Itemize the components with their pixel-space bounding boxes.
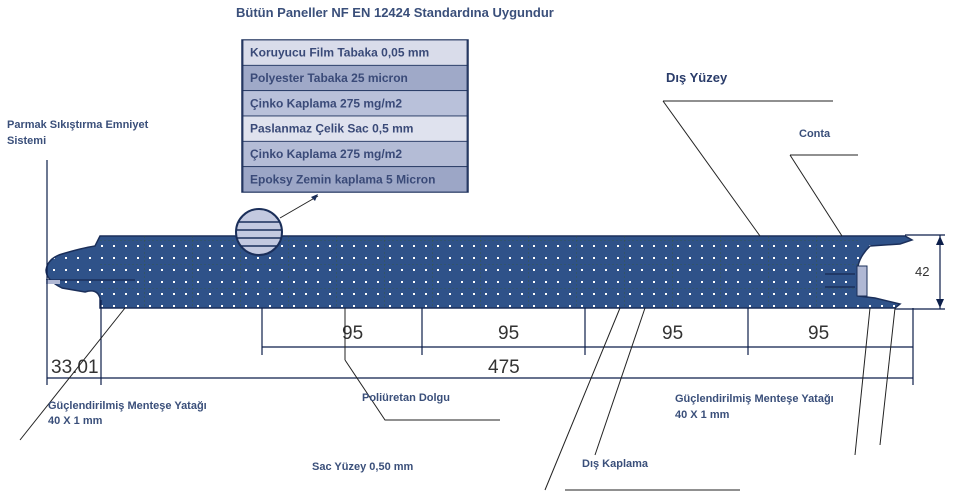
dimension-lines [46, 160, 945, 385]
layer-row [242, 166, 468, 193]
layer-row [242, 140, 468, 168]
dimension-total: 475 [488, 357, 520, 378]
layer-legend: Koruyucu Film Tabaka 0,05 mm Polyester Ta… [241, 39, 469, 193]
label-mentese-right-line1: Güçlendirilmiş Menteşe Yatağı [675, 393, 834, 405]
dimension-height: 42 [915, 264, 929, 279]
layer-detail-circle [235, 208, 283, 256]
layer-label: Koruyucu Film Tabaka 0,05 mm [250, 46, 429, 60]
layer-row [242, 90, 468, 117]
label-parmak-line2: Sistemi [7, 135, 46, 147]
leader-lines [19, 100, 896, 491]
layer-row [242, 39, 468, 66]
dimension-segment-2: 95 [498, 323, 519, 344]
label-dis-kaplama: Dış Kaplama [582, 458, 649, 470]
legend-pointer-line [279, 195, 319, 219]
layer-label: Paslanmaz Çelik Sac 0,5 mm [250, 122, 413, 136]
layer-row [242, 64, 468, 92]
layer-label: Çinko Kaplama 275 mg/m2 [250, 96, 402, 110]
arrow-icon [311, 194, 318, 201]
label-dis-yuzey: Dış Yüzey [666, 70, 728, 85]
label-conta: Conta [799, 128, 831, 140]
dimension-segment-1: 95 [342, 323, 363, 344]
label-poliuretan: Poliüretan Dolgu [362, 392, 450, 404]
label-mentese-left-line1: Güçlendirilmiş Menteşe Yatağı [48, 400, 207, 412]
label-mentese-left-line2: 40 X 1 mm [48, 415, 103, 427]
label-sac-yuzey: Sac Yüzey 0,50 mm [312, 461, 414, 473]
panel-body [45, 235, 914, 309]
dimension-segment-4: 95 [808, 323, 829, 344]
label-parmak-line1: Parmak Sıkıştırma Emniyet [7, 119, 149, 131]
layer-label: Çinko Kaplama 275 mg/m2 [250, 147, 402, 161]
dimension-left: 33.01 [51, 357, 99, 378]
seal-gasket [856, 265, 868, 297]
label-mentese-right-line2: 40 X 1 mm [675, 409, 730, 421]
layer-label: Polyester Tabaka 25 micron [250, 71, 408, 85]
diagram-title: Bütün Paneller NF EN 12424 Standardına U… [236, 5, 554, 20]
layer-label: Epoksy Zemin kaplama 5 Micron [250, 172, 435, 186]
dimension-segment-3: 95 [662, 323, 683, 344]
